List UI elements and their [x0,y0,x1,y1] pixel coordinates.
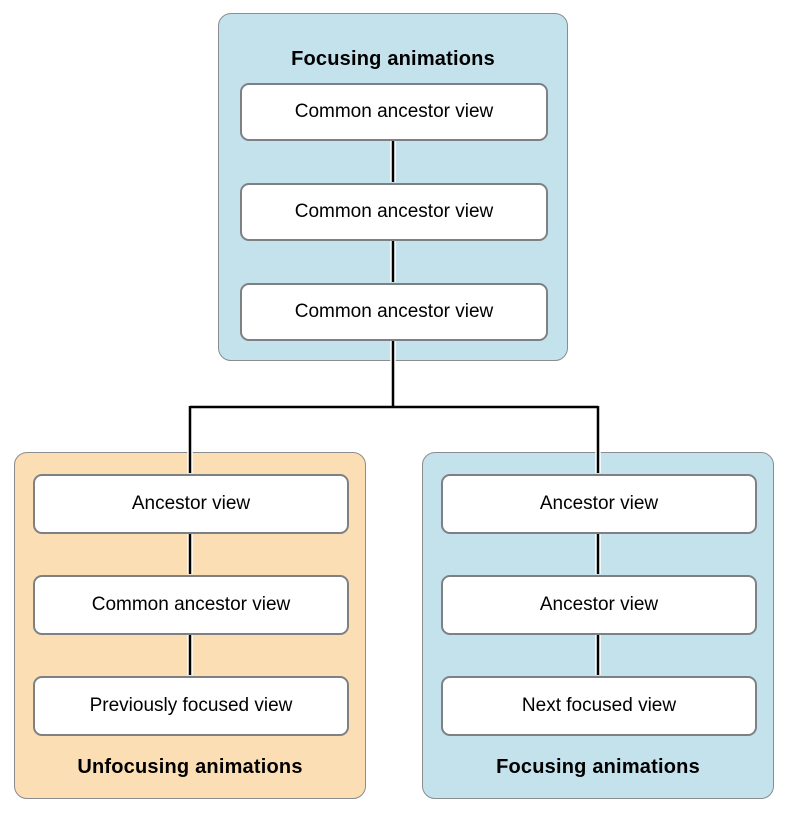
tree-node-right-ancestor-2: Ancestor view [441,575,757,635]
tree-node-common-ancestor-3: Common ancestor view [240,283,548,341]
tree-node-right-ancestor-1: Ancestor view [441,474,757,534]
tree-node-left-ancestor: Ancestor view [33,474,349,534]
group-focusing-animations-top: Focusing animations Common ancestor view… [218,13,568,361]
group-focusing-animations-right: Ancestor view Ancestor view Next focused… [422,452,774,799]
group-title-focusing-right: Focusing animations [496,756,700,778]
group-unfocusing-animations: Ancestor view Common ancestor view Previ… [14,452,366,799]
tree-node-previously-focused-view: Previously focused view [33,676,349,736]
group-title-focusing-top: Focusing animations [291,48,495,70]
tree-node-common-ancestor-2: Common ancestor view [240,183,548,241]
tree-node-next-focused-view: Next focused view [441,676,757,736]
tree-node-common-ancestor-1: Common ancestor view [240,83,548,141]
group-title-unfocusing: Unfocusing animations [77,756,303,778]
tree-node-left-common-ancestor: Common ancestor view [33,575,349,635]
